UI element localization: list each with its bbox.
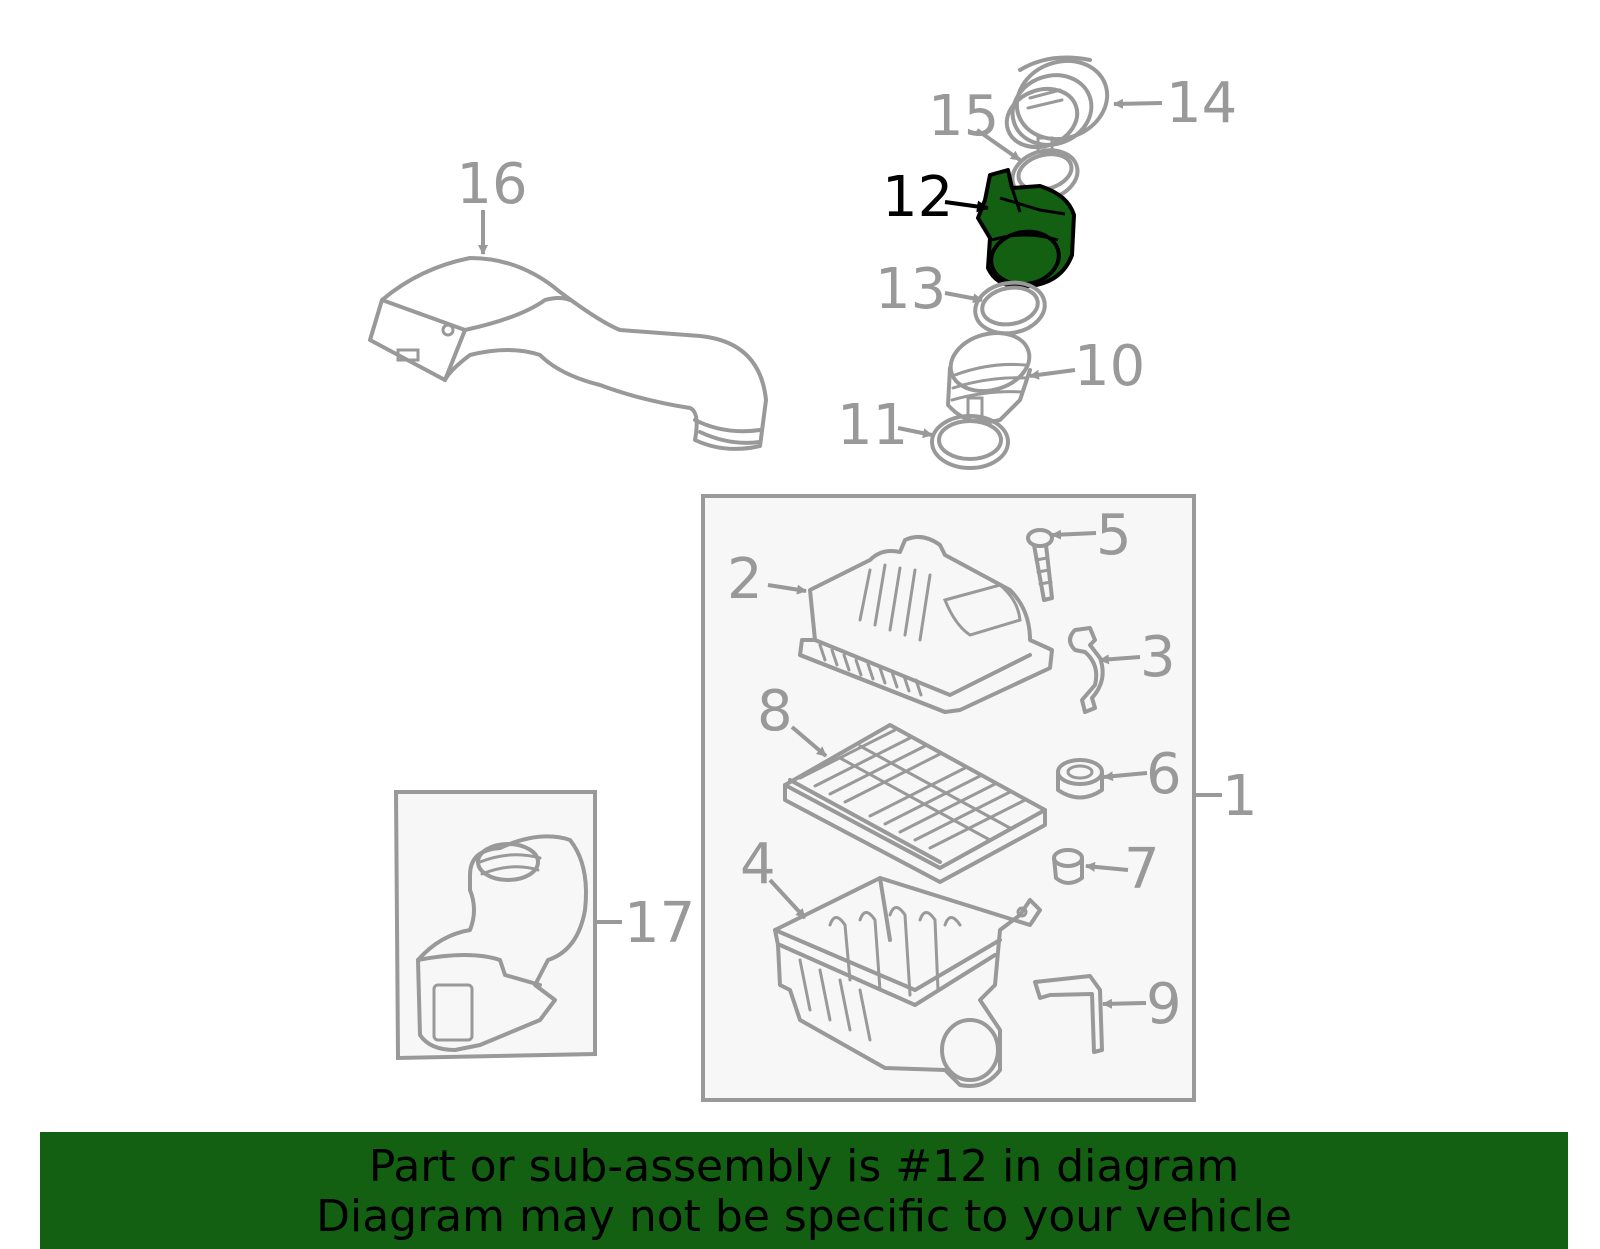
callout-10: 10 (1074, 334, 1145, 399)
leader-9 (1102, 998, 1147, 1009)
leader-13 (944, 291, 983, 304)
callout-17: 17 (624, 891, 695, 956)
callout-9: 9 (1146, 972, 1182, 1037)
callout-12: 12 (882, 165, 953, 230)
callout-4: 4 (740, 832, 776, 897)
part-6-grommet (1056, 758, 1104, 800)
leader-10 (1029, 368, 1076, 380)
leader-2 (767, 583, 807, 595)
part-2-upper-housing (798, 534, 1054, 714)
footer-line-1: Part or sub-assembly is #12 in diagram (368, 1141, 1240, 1192)
part-13-seal (973, 280, 1047, 336)
part-7-bushing (1052, 848, 1084, 885)
callout-3: 3 (1140, 625, 1176, 690)
leader-11 (897, 426, 933, 439)
leader-4 (768, 878, 807, 920)
callout-11: 11 (837, 393, 908, 458)
callout-15: 15 (928, 84, 999, 149)
part-11-clamp (930, 414, 1010, 470)
part-4-lower-housing (773, 876, 1042, 1088)
callout-16: 16 (456, 152, 527, 217)
part-14-outlet-hose (1004, 55, 1110, 150)
leader-14 (1113, 98, 1163, 109)
callout-5: 5 (1096, 503, 1132, 568)
leader-12 (944, 200, 989, 213)
callout-8: 8 (757, 679, 793, 744)
part-10-hose (946, 331, 1032, 425)
footer-banner: Part or sub-assembly is #12 in diagram D… (40, 1132, 1568, 1249)
leader-8 (790, 725, 828, 758)
callout-13: 13 (875, 257, 946, 322)
leader-15 (975, 128, 1022, 162)
part-8-filter-element (783, 723, 1047, 884)
part-3-clip (1068, 626, 1105, 714)
callout-6: 6 (1146, 742, 1182, 807)
leader-3 (1099, 654, 1141, 665)
part-17-duct-assembly (416, 834, 588, 1052)
leader-6 (1103, 771, 1148, 782)
assembly-box-17 (393, 790, 597, 1061)
callout-1: 1 (1222, 764, 1258, 829)
callout-7: 7 (1124, 837, 1160, 902)
footer-line-2: Diagram may not be specific to your vehi… (316, 1191, 1292, 1242)
part-12-mass-air-flow-sensor (976, 168, 1076, 289)
callout-14: 14 (1166, 71, 1237, 136)
leader-7 (1085, 861, 1129, 872)
callout-2: 2 (727, 547, 763, 612)
part-16-intake-duct (368, 256, 768, 451)
leader-5 (1051, 529, 1097, 540)
part-9-bracket (1033, 974, 1104, 1054)
